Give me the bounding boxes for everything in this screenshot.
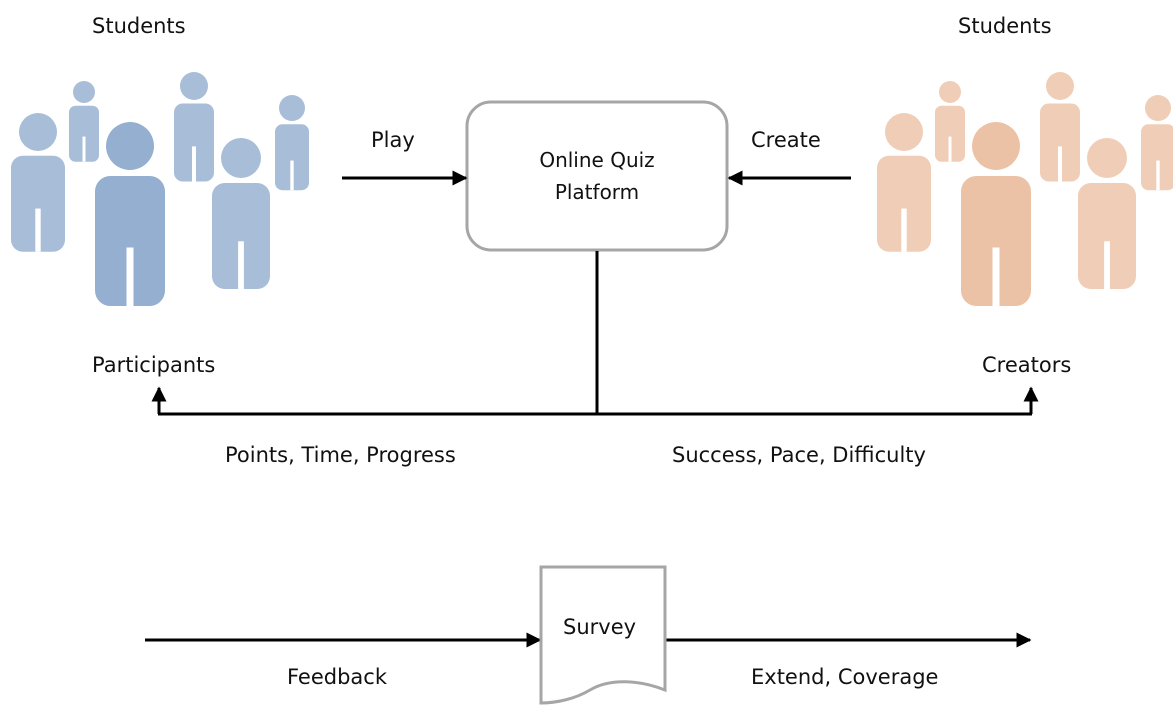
student-group-left-icon <box>11 72 309 306</box>
person-icon <box>174 72 214 182</box>
platform-title-line2: Platform <box>554 180 640 204</box>
participant-metrics-label: Points, Time, Progress <box>225 443 456 467</box>
survey-label: Survey <box>563 615 637 639</box>
create-label: Create <box>751 128 821 152</box>
person-icon <box>1040 72 1080 182</box>
feedback-label: Feedback <box>287 665 388 689</box>
person-icon <box>877 113 931 252</box>
creators-label: Creators <box>982 353 1072 377</box>
person-icon <box>275 95 309 191</box>
platform-title-line1: Online Quiz <box>539 148 655 172</box>
right-group-title: Students <box>958 14 1052 38</box>
person-icon <box>11 113 65 252</box>
survey-document-shape <box>539 565 667 705</box>
creator-metrics-label: Success, Pace, Difficulty <box>672 443 926 467</box>
person-icon <box>69 81 99 162</box>
participants-label: Participants <box>92 353 216 377</box>
person-icon <box>935 81 965 162</box>
person-icon <box>961 122 1031 306</box>
extend-label: Extend, Coverage <box>751 665 939 689</box>
left-group-title: Students <box>92 14 186 38</box>
person-icon <box>1141 95 1173 191</box>
play-label: Play <box>371 128 415 152</box>
platform-title: Online Quiz Platform <box>467 144 727 208</box>
person-icon <box>212 138 270 289</box>
student-group-right-icon <box>877 72 1173 306</box>
person-icon <box>95 122 165 306</box>
person-icon <box>1078 138 1136 289</box>
